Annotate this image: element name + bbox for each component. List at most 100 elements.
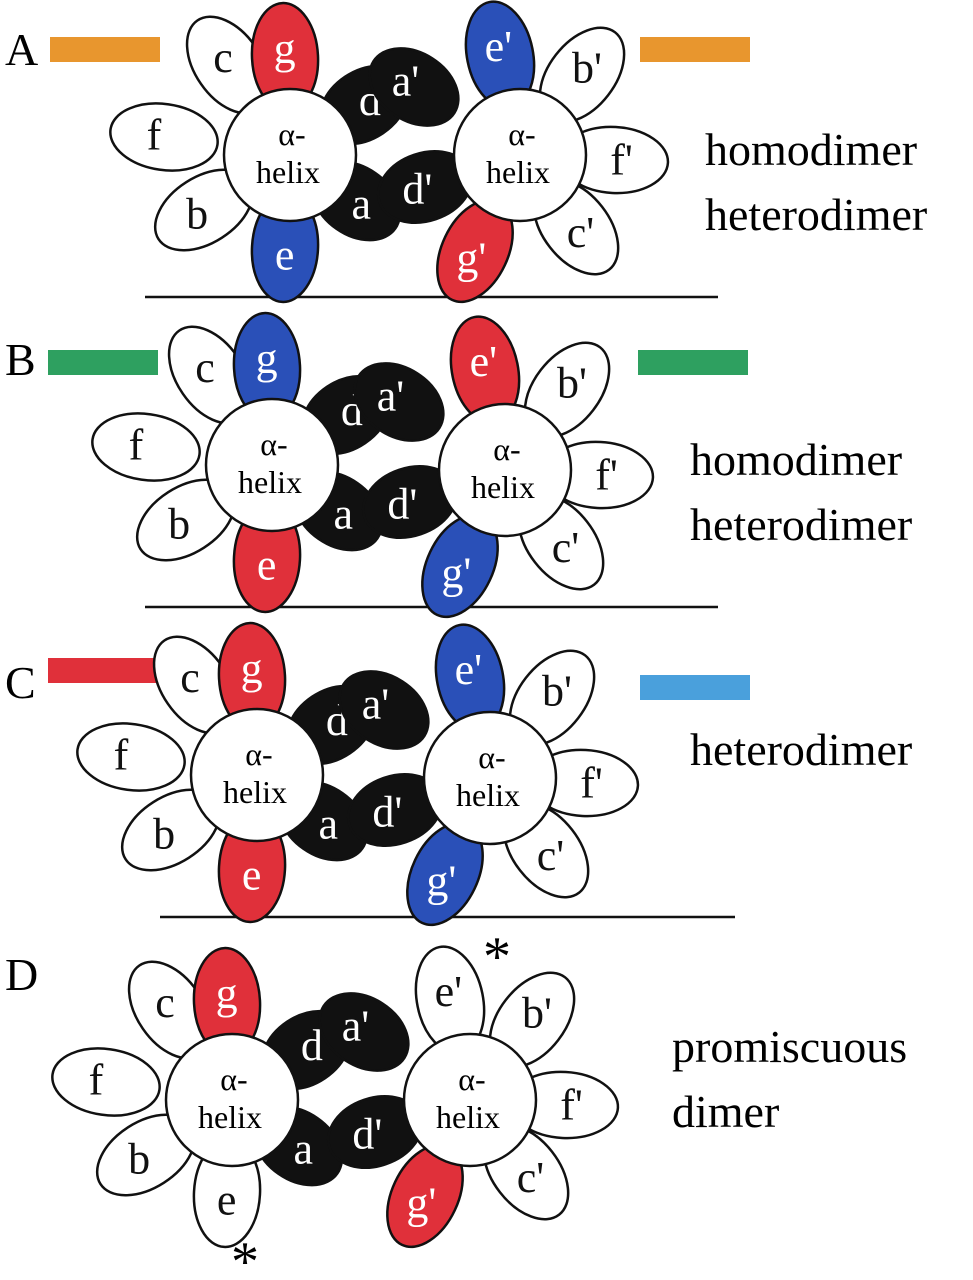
heptad-position-g: g: [217, 621, 287, 733]
svg-text:b': b': [557, 359, 587, 408]
dimer-type-label: homodimer: [690, 434, 902, 485]
asterisk-marker: *: [483, 926, 511, 988]
svg-text:a: a: [319, 800, 339, 849]
helix-label: helix: [238, 464, 302, 500]
svg-text:g: g: [216, 969, 238, 1018]
svg-text:b: b: [153, 809, 175, 858]
svg-text:g': g': [426, 857, 456, 906]
helix-label: helix: [456, 777, 520, 813]
heptad-position-g-prime: g': [421, 513, 499, 619]
heptad-position-b-prime: b': [508, 649, 596, 747]
svg-text:a': a': [342, 1002, 369, 1051]
helix-label: α-: [260, 426, 287, 462]
helical-wheel-right: d'a'e'b'f'c'g'α-helix: [318, 945, 620, 1249]
svg-text:b': b': [572, 44, 602, 93]
dimer-type-label: promiscuous: [672, 1021, 907, 1072]
svg-text:e': e': [455, 645, 482, 694]
heptad-position-e-prime: e': [434, 623, 506, 733]
heptad-position-a-prime: a': [353, 362, 445, 442]
helix-label: helix: [471, 469, 535, 505]
svg-text:c': c': [567, 208, 594, 257]
svg-text:g: g: [256, 334, 278, 383]
heptad-position-c: c: [167, 325, 253, 425]
svg-text:a: a: [334, 490, 354, 539]
svg-text:f: f: [129, 421, 144, 470]
svg-text:e: e: [257, 540, 277, 589]
svg-text:c: c: [155, 978, 175, 1027]
svg-text:c': c': [537, 831, 564, 880]
alpha-helix-circle: [402, 1032, 538, 1168]
alpha-helix-circle: [204, 397, 340, 533]
svg-text:a': a': [377, 372, 404, 421]
svg-text:e': e': [485, 22, 512, 71]
helix-label: α-: [478, 739, 505, 775]
svg-text:b: b: [186, 189, 208, 238]
svg-text:f': f': [560, 1080, 583, 1129]
heptad-position-g-prime: g': [406, 821, 484, 927]
helix-label: α-: [493, 431, 520, 467]
svg-text:a: a: [352, 180, 372, 229]
heptad-position-d-prime: d': [376, 150, 474, 224]
panel-label: A: [5, 24, 38, 75]
helix-label: α-: [508, 116, 535, 152]
heptad-position-a-prime: a': [368, 47, 460, 127]
dimer-type-label: dimer: [672, 1086, 779, 1137]
heptad-position-a-prime: a': [338, 670, 430, 750]
svg-text:d': d': [352, 1110, 382, 1159]
heptad-position-e-prime: e': [414, 945, 486, 1055]
svg-text:f: f: [114, 731, 129, 780]
heptad-position-f: f: [109, 102, 219, 172]
helical-wheel-right: d'a'e'b'f'c'g'α-helix: [353, 315, 655, 619]
panel-label: B: [5, 334, 36, 385]
heptad-position-f-prime: f': [543, 440, 655, 510]
svg-text:b: b: [168, 499, 190, 548]
panel-label: D: [5, 949, 38, 1000]
heptad-position-a-prime: a': [318, 992, 410, 1072]
helix-label: helix: [436, 1099, 500, 1135]
svg-text:g': g': [456, 234, 486, 283]
heptad-position-g: g: [192, 946, 262, 1058]
svg-text:b': b': [522, 989, 552, 1038]
heptad-position-d-prime: d': [361, 465, 459, 539]
alpha-helix-circle: [422, 710, 558, 846]
svg-text:e: e: [275, 230, 295, 279]
svg-text:c: c: [213, 33, 233, 82]
dimer-type-label: heterodimer: [705, 189, 927, 240]
sequence-bar: [50, 37, 160, 62]
heptad-position-b-prime: b': [523, 341, 611, 439]
svg-text:e: e: [242, 850, 262, 899]
svg-text:c: c: [180, 653, 200, 702]
alpha-helix-circle: [452, 87, 588, 223]
svg-text:d': d': [402, 165, 432, 214]
sequence-bar: [48, 658, 158, 683]
helix-label: helix: [256, 154, 320, 190]
helix-label: α-: [245, 736, 272, 772]
helix-label: α-: [220, 1061, 247, 1097]
panel-label: C: [5, 657, 36, 708]
helical-wheel-right: d'a'e'b'f'c'g'α-helix: [368, 0, 670, 304]
dimer-type-label: heterodimer: [690, 499, 912, 550]
svg-text:d: d: [301, 1021, 323, 1070]
heptad-position-f: f: [91, 412, 201, 482]
asterisk-marker: *: [231, 1231, 259, 1280]
svg-text:b: b: [128, 1134, 150, 1183]
svg-text:c': c': [552, 523, 579, 572]
svg-text:f': f': [610, 135, 633, 184]
svg-text:c': c': [517, 1153, 544, 1202]
heptad-position-g-prime: g': [386, 1143, 464, 1249]
helix-label: α-: [278, 116, 305, 152]
svg-text:f': f': [595, 450, 618, 499]
svg-text:c: c: [195, 343, 215, 392]
dimer-type-label: heterodimer: [690, 724, 912, 775]
heptad-position-c: c: [185, 15, 271, 115]
helix-label: helix: [223, 774, 287, 810]
svg-text:a: a: [294, 1125, 314, 1174]
svg-text:g: g: [241, 644, 263, 693]
svg-text:f: f: [89, 1056, 104, 1105]
